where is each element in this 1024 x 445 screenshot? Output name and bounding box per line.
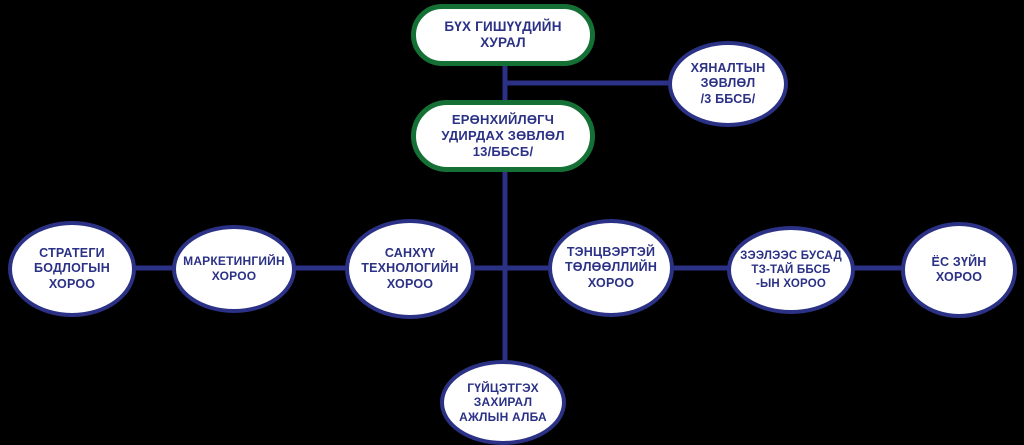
node-general-assembly[interactable]: БҮХ ГИШҮҮДИЙН ХУРАЛ — [411, 4, 595, 66]
node-ethics-committee-label: ЁС ЗҮЙН ХОРОО — [931, 254, 987, 284]
node-president-board-label: ЕРӨНХИЙЛӨГЧ УДИРДАХ ЗӨВЛӨЛ 13/ББСБ/ — [441, 112, 565, 159]
node-executive-director-office-label: ГҮЙЦЭТГЭХ ЗАХИРАЛ АЖЛЫН АЛБА — [459, 380, 547, 424]
node-supervisory-council[interactable]: ХЯНАЛТЫН ЗӨВЛӨЛ /3 ББСБ/ — [668, 41, 788, 127]
node-fintech-committee-label: САНХҮҮ ТЕХНОЛОГИЙН ХОРОО — [361, 246, 459, 291]
node-marketing-committee[interactable]: МАРКЕТИНГИЙН ХОРОО — [172, 225, 296, 313]
node-non-loan-committee-label: ЗЭЭЛЭЭС БУСАД ТЗ-ТАЙ ББСБ -ЫН ХОРОО — [740, 249, 842, 290]
node-ethics-committee[interactable]: ЁС ЗҮЙН ХОРОО — [901, 222, 1017, 318]
node-strategy-policy-committee[interactable]: СТРАТЕГИ БОДЛОГЫН ХОРОО — [8, 221, 136, 317]
node-non-loan-committee[interactable]: ЗЭЭЛЭЭС БУСАД ТЗ-ТАЙ ББСБ -ЫН ХОРОО — [727, 226, 855, 314]
node-executive-director-office[interactable]: ГҮЙЦЭТГЭХ ЗАХИРАЛ АЖЛЫН АЛБА — [440, 360, 566, 445]
node-general-assembly-label: БҮХ ГИШҮҮДИЙН ХУРАЛ — [444, 18, 562, 50]
node-marketing-committee-label: МАРКЕТИНГИЙН ХОРОО — [183, 254, 285, 283]
node-strategy-policy-committee-label: СТРАТЕГИ БОДЛОГЫН ХОРОО — [34, 246, 110, 291]
node-balanced-representation-committee-label: ТЭНЦВЭРТЭЙ ТӨЛӨӨЛЛИЙН ХОРОО — [564, 245, 658, 290]
node-president-board[interactable]: ЕРӨНХИЙЛӨГЧ УДИРДАХ ЗӨВЛӨЛ 13/ББСБ/ — [411, 100, 595, 172]
node-fintech-committee[interactable]: САНХҮҮ ТЕХНОЛОГИЙН ХОРОО — [345, 219, 475, 319]
node-supervisory-council-label: ХЯНАЛТЫН ЗӨВЛӨЛ /3 ББСБ/ — [690, 61, 766, 106]
node-balanced-representation-committee[interactable]: ТЭНЦВЭРТЭЙ ТӨЛӨӨЛЛИЙН ХОРОО — [548, 219, 674, 317]
